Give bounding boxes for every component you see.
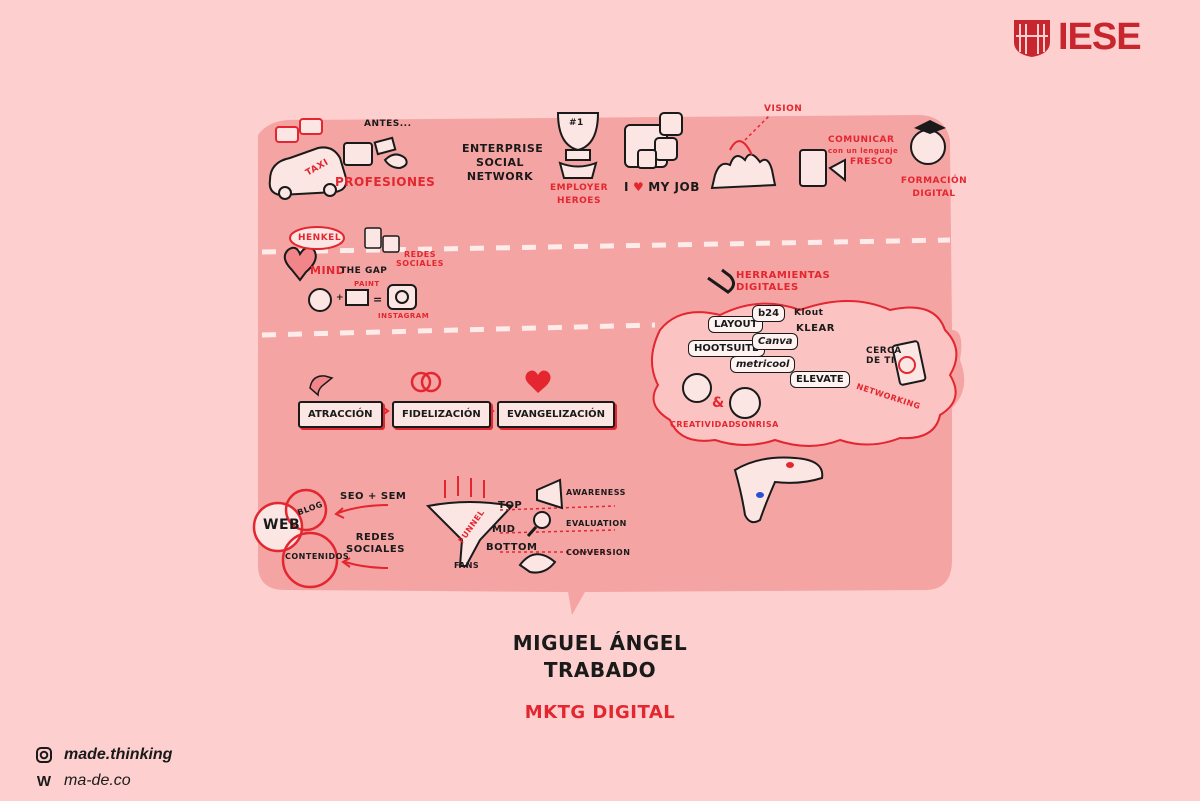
- plus-sign: +: [336, 293, 345, 303]
- employer-heroes-label: EMPLOYER HEROES: [548, 182, 610, 208]
- antes-label: ANTES...: [364, 119, 412, 129]
- i-love-my-job-label: I ♥ MY JOB: [624, 180, 700, 194]
- trophy-number: #1: [569, 118, 584, 128]
- conversion-label: CONVERSION: [566, 548, 631, 557]
- paint-label: PAINT: [354, 280, 380, 288]
- tool-klout: Klout: [794, 308, 824, 318]
- employer-line1: EMPLOYER: [549, 183, 609, 193]
- tool-metricool: metricool: [730, 356, 796, 373]
- the-gap-label: THE GAP: [340, 266, 388, 276]
- redes-sociales-bottom-label: REDES SOCIALES: [346, 532, 405, 556]
- redes-mid-line2: SOCIALES: [396, 259, 444, 268]
- tool-hootsuite: HOOTSUITE: [688, 340, 765, 357]
- instagram-label: INSTAGRAM: [378, 312, 430, 320]
- comunicar-line2: con un lenguaje: [828, 147, 899, 155]
- vision-label: VISION: [764, 104, 803, 114]
- tool-canva: Canva: [752, 333, 799, 350]
- esn-line2: SOCIAL: [476, 156, 524, 169]
- iese-logo: IESE: [1012, 16, 1142, 59]
- funnel-bottom-label: BOTTOM: [486, 542, 538, 553]
- tool-elevate: ELEVATE: [790, 371, 850, 388]
- esn-line1: ENTERPRISE: [462, 142, 544, 155]
- cerca-line2: DE TI: [866, 356, 895, 366]
- redes-bottom-line2: SOCIALES: [346, 544, 405, 555]
- esn-label: ENTERPRISE SOCIAL NETWORK: [462, 142, 544, 184]
- awareness-label: AWARENESS: [566, 488, 626, 497]
- footer-site-row: W ma-de.co: [36, 772, 131, 790]
- redes-bottom-line1: REDES: [355, 532, 396, 543]
- instagram-icon: [36, 747, 52, 763]
- esn-line3: NETWORK: [466, 170, 534, 183]
- web-label: WEB: [263, 517, 301, 533]
- job-rest: MY JOB: [648, 180, 700, 194]
- tool-layout: LAYOUT: [708, 316, 764, 333]
- seo-sem-label: SEO + SEM: [340, 491, 407, 502]
- profesiones-label: PROFESIONES: [335, 175, 436, 189]
- equals-sign: =: [373, 293, 383, 306]
- employer-line2: HEROES: [557, 196, 601, 206]
- footer-handle-row: made.thinking: [36, 746, 172, 764]
- sonrisa-label: SONRISA: [735, 420, 779, 429]
- speaker-role: MKTG DIGITAL: [524, 702, 676, 723]
- contenidos-label: CONTENIDOS: [285, 552, 350, 561]
- evaluation-label: EVALUATION: [566, 519, 627, 528]
- funnel-mid-label: MID: [492, 524, 516, 535]
- footer-handle[interactable]: made.thinking: [64, 746, 173, 763]
- speaker-name-line1: MIGUEL ÁNGEL: [512, 631, 688, 655]
- job-i: I: [624, 180, 629, 194]
- process-step-fidelizacion: FIDELIZACIÓN: [392, 401, 491, 428]
- heart-icon: ♥: [632, 180, 645, 194]
- comunicar-line1: COMUNICAR: [828, 135, 895, 145]
- footer-site[interactable]: ma-de.co: [64, 772, 131, 789]
- henkel-label: HENKEL: [298, 233, 342, 243]
- process-step-atraccion: ATRACCIÓN: [298, 401, 383, 428]
- herramientas-line1: HERRAMIENTAS: [736, 270, 831, 281]
- logo-text: IESE: [1058, 16, 1142, 58]
- tool-b24: b24: [752, 305, 786, 322]
- formacion-line2: DIGITAL: [912, 189, 956, 199]
- web-icon: W: [36, 772, 52, 790]
- speaker-name-line2: TRABADO: [543, 658, 657, 682]
- shield-icon: [1014, 19, 1050, 57]
- cerca-de-ti-label: CERCA DE TI: [866, 346, 902, 366]
- cerca-line1: CERCA: [866, 346, 902, 356]
- mind-label: MIND: [310, 264, 346, 277]
- speaker-name: MIGUEL ÁNGEL TRABADO: [500, 630, 700, 684]
- funnel-top-label: TOP: [498, 500, 523, 511]
- ampersand: &: [712, 395, 725, 411]
- formacion-digital-label: FORMACIÓN DIGITAL: [898, 175, 970, 201]
- process-step-evangelizacion: EVANGELIZACIÓN: [497, 401, 616, 428]
- herramientas-label: HERRAMIENTAS DIGITALES: [736, 270, 830, 294]
- herramientas-line2: DIGITALES: [736, 282, 799, 293]
- tool-klear: KLEAR: [796, 323, 835, 334]
- creatividad-label: CREATIVIDAD: [670, 420, 736, 429]
- comunicar-line3: FRESCO: [850, 157, 893, 167]
- redes-sociales-mid-label: REDES SOCIALES: [396, 250, 444, 268]
- comunicar-label: COMUNICAR con un lenguaje FRESCO: [828, 135, 898, 168]
- redes-mid-line1: REDES: [403, 250, 436, 259]
- fans-label: FANS: [454, 561, 480, 570]
- formacion-line1: FORMACIÓN: [900, 176, 968, 186]
